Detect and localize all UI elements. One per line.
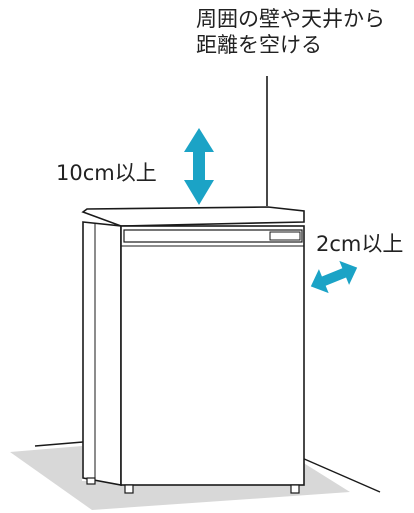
top-clearance-label: 10cm以上 (56, 161, 157, 185)
floor-shadow (10, 446, 350, 510)
fridge-door-handle (123, 229, 303, 243)
fridge-top-panel (81, 206, 305, 227)
fridge-foot-left (124, 484, 134, 494)
side-clearance-arrow-icon (310, 260, 358, 294)
fridge-foot-back (86, 477, 96, 485)
refrigerator (81, 206, 305, 494)
fridge-side-panel (82, 221, 122, 486)
side-clearance-label: 2cm以上 (316, 232, 404, 256)
floor-line-left (34, 441, 84, 447)
fridge-handle-grip (269, 231, 301, 241)
top-clearance-arrow-icon (184, 128, 214, 205)
wall-clearance-note-line1: 周囲の壁や天井から (196, 7, 385, 31)
floor-line-right (301, 457, 381, 493)
fridge-door (120, 225, 305, 486)
wall-clearance-note-line2: 距離を空ける (196, 33, 322, 58)
fridge-foot-right (290, 484, 300, 494)
wall-clearance-note: 周囲の壁や天井から 距離を空ける (196, 6, 385, 59)
